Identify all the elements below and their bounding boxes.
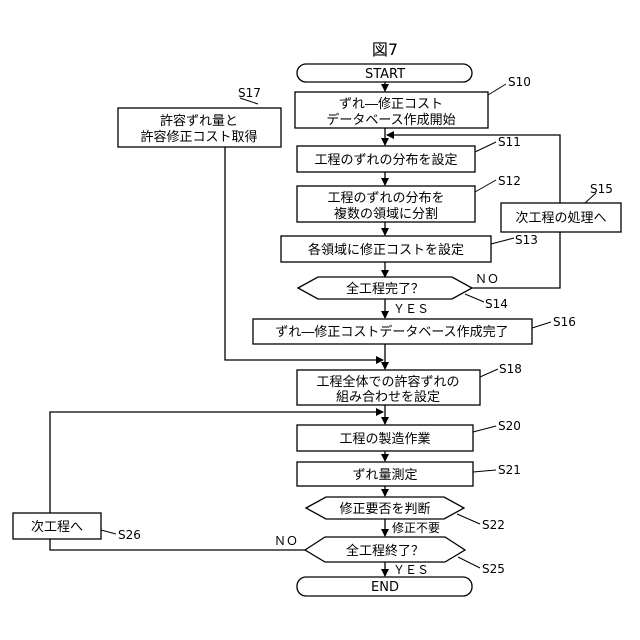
edge-label-s14-no: ＮＯ: [475, 272, 499, 286]
step-label-s10: S10: [508, 75, 531, 89]
node-s16: ずれ―修正コストデータベース作成完了: [253, 319, 532, 344]
node-s11: 工程のずれの分布を設定: [297, 146, 475, 172]
node-end-label: END: [371, 580, 399, 595]
node-start-label: START: [365, 67, 405, 82]
node-s10-line1: ずれ―修正コスト: [339, 97, 443, 112]
node-s13-label: 各領域に修正コストを設定: [308, 242, 464, 258]
node-s12-line2: 複数の領域に分割: [334, 206, 438, 222]
step-label-s22: S22: [482, 518, 505, 532]
node-s10-line2: データベース作成開始: [326, 112, 455, 128]
node-s12: 工程のずれの分布を 複数の領域に分割: [297, 186, 475, 222]
node-s14: 全工程完了？: [298, 277, 472, 299]
node-s12-line1: 工程のずれの分布を: [327, 191, 444, 206]
node-s26: 次工程へ: [13, 513, 101, 539]
step-label-s26: S26: [118, 528, 141, 542]
node-s22-label: 修正要否を判断: [339, 502, 430, 517]
node-s16-label: ずれ―修正コストデータベース作成完了: [275, 324, 508, 340]
node-end: END: [297, 577, 472, 596]
step-label-s21: S21: [498, 463, 521, 477]
node-s17: 許容ずれ量と 許容修正コスト取得: [118, 108, 281, 147]
step-label-s17: S17: [238, 86, 261, 100]
step-label-s11: S11: [498, 135, 521, 149]
step-label-s20: S20: [498, 419, 521, 433]
step-label-s15: S15: [590, 182, 613, 196]
node-s15: 次工程の処理へ: [501, 203, 621, 232]
edge-label-s22-no-fix: 修正不要: [392, 520, 440, 535]
node-s21-label: ずれ量測定: [352, 468, 417, 483]
node-s11-label: 工程のずれの分布を設定: [314, 152, 457, 168]
node-s17-line2: 許容修正コスト取得: [140, 129, 257, 145]
node-s18: 工程全体での許容ずれの 組み合わせを設定: [297, 370, 480, 405]
node-s20-label: 工程の製造作業: [339, 431, 430, 447]
node-s21: ずれ量測定: [297, 462, 473, 486]
node-s25-label: 全工程終了？: [346, 543, 424, 559]
node-s14-label: 全工程完了？: [346, 281, 424, 297]
node-s18-line2: 組み合わせを設定: [336, 389, 440, 405]
figure-title: 図7: [372, 40, 398, 59]
node-s17-line1: 許容ずれ量と: [160, 113, 238, 129]
node-s13: 各領域に修正コストを設定: [281, 236, 491, 262]
node-s20: 工程の製造作業: [297, 425, 473, 451]
node-start: START: [297, 64, 472, 82]
node-s15-label: 次工程の処理へ: [515, 210, 606, 226]
edge-label-s14-yes: ＹＥＳ: [393, 302, 429, 316]
step-label-s25: S25: [482, 562, 505, 576]
step-label-s13: S13: [515, 233, 538, 247]
edge-label-s25-yes: ＹＥＳ: [393, 563, 429, 577]
node-s18-line1: 工程全体での許容ずれの: [316, 374, 459, 390]
step-label-s16: S16: [553, 315, 576, 329]
node-s10: ずれ―修正コスト データベース作成開始: [295, 92, 488, 128]
node-s26-label: 次工程へ: [31, 519, 83, 535]
step-label-s12: S12: [498, 174, 521, 188]
node-s25: 全工程終了？: [305, 537, 465, 562]
step-label-s18: S18: [499, 362, 522, 376]
edge-label-s25-no: ＮＯ: [274, 534, 298, 548]
node-s22: 修正要否を判断: [306, 497, 464, 519]
step-label-s14: S14: [485, 297, 508, 311]
